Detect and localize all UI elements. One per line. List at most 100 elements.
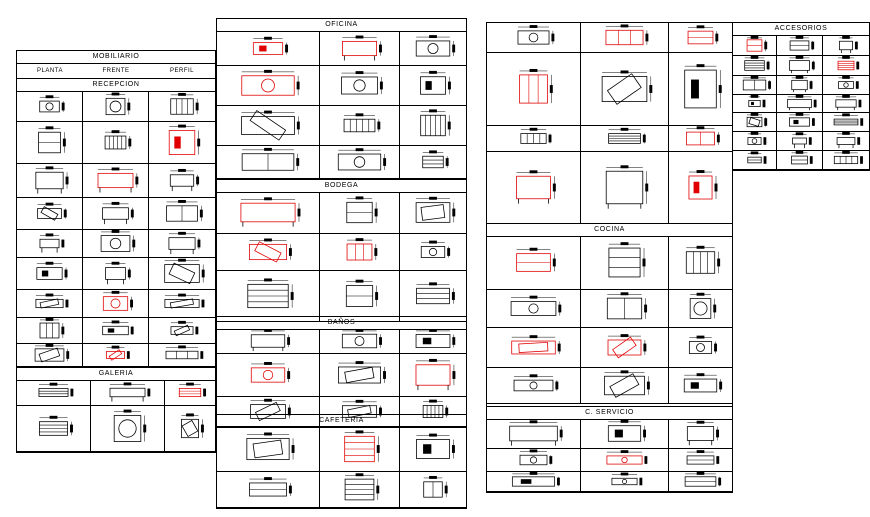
symbol-cell: [320, 271, 400, 322]
symbol-cell: [217, 397, 320, 427]
cad-symbol-icon: [608, 242, 646, 278]
symbol-cell: [17, 318, 83, 344]
sheet-oficina: OFICINA BODEGA BAÑOS CAFETERIA: [216, 18, 467, 509]
symbol-cell: [165, 380, 215, 406]
c-servicio-grid: [487, 419, 732, 492]
cad-symbol-icon: [415, 35, 456, 57]
oficina-grid: [217, 32, 466, 179]
symbol-cell: [669, 236, 732, 290]
symbol-cell: [91, 380, 165, 406]
symbol-cell: [487, 449, 581, 472]
cad-symbol-icon: [606, 292, 648, 320]
symbol-cell: [400, 192, 466, 234]
cocina-grid: [487, 236, 732, 404]
cad-symbol-icon: [337, 148, 387, 171]
symbol-cell: [669, 419, 732, 449]
symbol-cell: [733, 151, 777, 170]
sheet-accesorios: ACCESORIOS: [732, 22, 870, 171]
cad-symbol-icon: [36, 261, 68, 280]
cad-symbol-icon: [346, 238, 378, 261]
symbol-cell: [83, 258, 149, 290]
symbol-cell: [487, 236, 581, 290]
symbol-cell: [83, 164, 149, 198]
section-title-bodega: BODEGA: [217, 179, 466, 193]
cad-symbol-icon: [607, 334, 647, 359]
sheet-title-mobiliario: MOBILIARIO: [17, 51, 215, 64]
cad-symbol-icon: [105, 92, 131, 116]
symbol-cell: [165, 406, 215, 452]
cad-symbol-icon: [169, 168, 200, 192]
cad-symbol-icon: [416, 282, 455, 305]
cad-symbol-icon: [165, 345, 204, 360]
cad-symbol-icon: [38, 126, 66, 154]
cad-symbol-icon: [791, 76, 813, 93]
symbol-cell: [581, 126, 669, 152]
symbol-cell: [581, 368, 669, 404]
cad-symbol-icon: [420, 70, 451, 95]
cad-symbol-icon: [240, 197, 301, 227]
symbol-cell: [487, 290, 581, 328]
cad-symbol-icon: [685, 245, 721, 274]
cad-symbol-icon: [178, 382, 207, 397]
cad-symbol-icon: [102, 320, 134, 336]
symbol-cell: [669, 328, 732, 368]
symbol-cell: [400, 32, 466, 66]
symbol-cell: [17, 164, 83, 198]
cad-symbol-icon: [104, 130, 132, 150]
symbol-cell: [149, 230, 215, 258]
cad-symbol-icon: [102, 201, 134, 225]
cad-symbol-icon: [164, 293, 205, 309]
symbol-cell: [669, 53, 732, 126]
symbol-cell: [320, 427, 400, 472]
cad-symbol-icon: [837, 56, 860, 71]
column-header-perfil: PERFIL: [169, 68, 194, 74]
symbol-cell: [669, 23, 732, 53]
cad-symbol-icon: [607, 419, 646, 442]
galeria-grid: [17, 380, 215, 452]
symbol-cell: [400, 329, 466, 354]
cad-symbol-icon: [684, 472, 722, 487]
symbol-cell: [487, 152, 581, 224]
symbol-cell: [581, 328, 669, 368]
symbol-cell: [400, 397, 466, 427]
symbol-cell: [217, 66, 320, 106]
symbol-cell: [733, 56, 777, 76]
symbol-cell: [217, 106, 320, 146]
symbol-cell: [669, 290, 732, 328]
cad-symbol-icon: [168, 124, 201, 155]
cad-symbol-icon: [509, 420, 563, 446]
section-title-cafeteria: CAFETERIA: [217, 414, 466, 428]
symbol-cell: [669, 368, 732, 404]
cad-symbol-icon: [744, 56, 770, 71]
bodega-grid: [217, 192, 466, 322]
cad-symbol-icon: [833, 113, 864, 126]
symbol-cell: [581, 23, 669, 53]
symbol-cell: [581, 152, 669, 224]
cad-symbol-icon: [513, 374, 559, 392]
cad-symbol-icon: [789, 36, 815, 51]
cad-symbol-icon: [39, 318, 65, 339]
cad-symbol-icon: [516, 247, 556, 272]
cad-symbol-icon: [510, 295, 562, 316]
cad-symbol-icon: [605, 24, 649, 46]
symbol-cell: [733, 95, 777, 113]
cad-symbol-icon: [516, 170, 556, 204]
cad-symbol-icon: [747, 132, 767, 145]
symbol-cell: [487, 368, 581, 404]
cad-symbol-icon: [520, 127, 552, 144]
cad-symbol-icon: [346, 196, 378, 224]
cad-symbol-icon: [791, 151, 813, 165]
symbol-cell: [487, 126, 581, 152]
cad-symbol-icon: [423, 475, 448, 498]
cad-symbol-icon: [688, 335, 718, 354]
cad-symbol-icon: [246, 432, 295, 461]
cad-symbol-icon: [35, 293, 69, 309]
symbol-cell: [823, 132, 869, 151]
cad-symbol-icon: [835, 95, 862, 111]
symbol-cell: [217, 192, 320, 234]
symbol-cell: [149, 258, 215, 290]
symbol-cell: [149, 122, 215, 164]
symbol-cell: [149, 344, 215, 367]
cad-symbol-icon: [415, 196, 456, 223]
symbol-cell: [400, 146, 466, 179]
